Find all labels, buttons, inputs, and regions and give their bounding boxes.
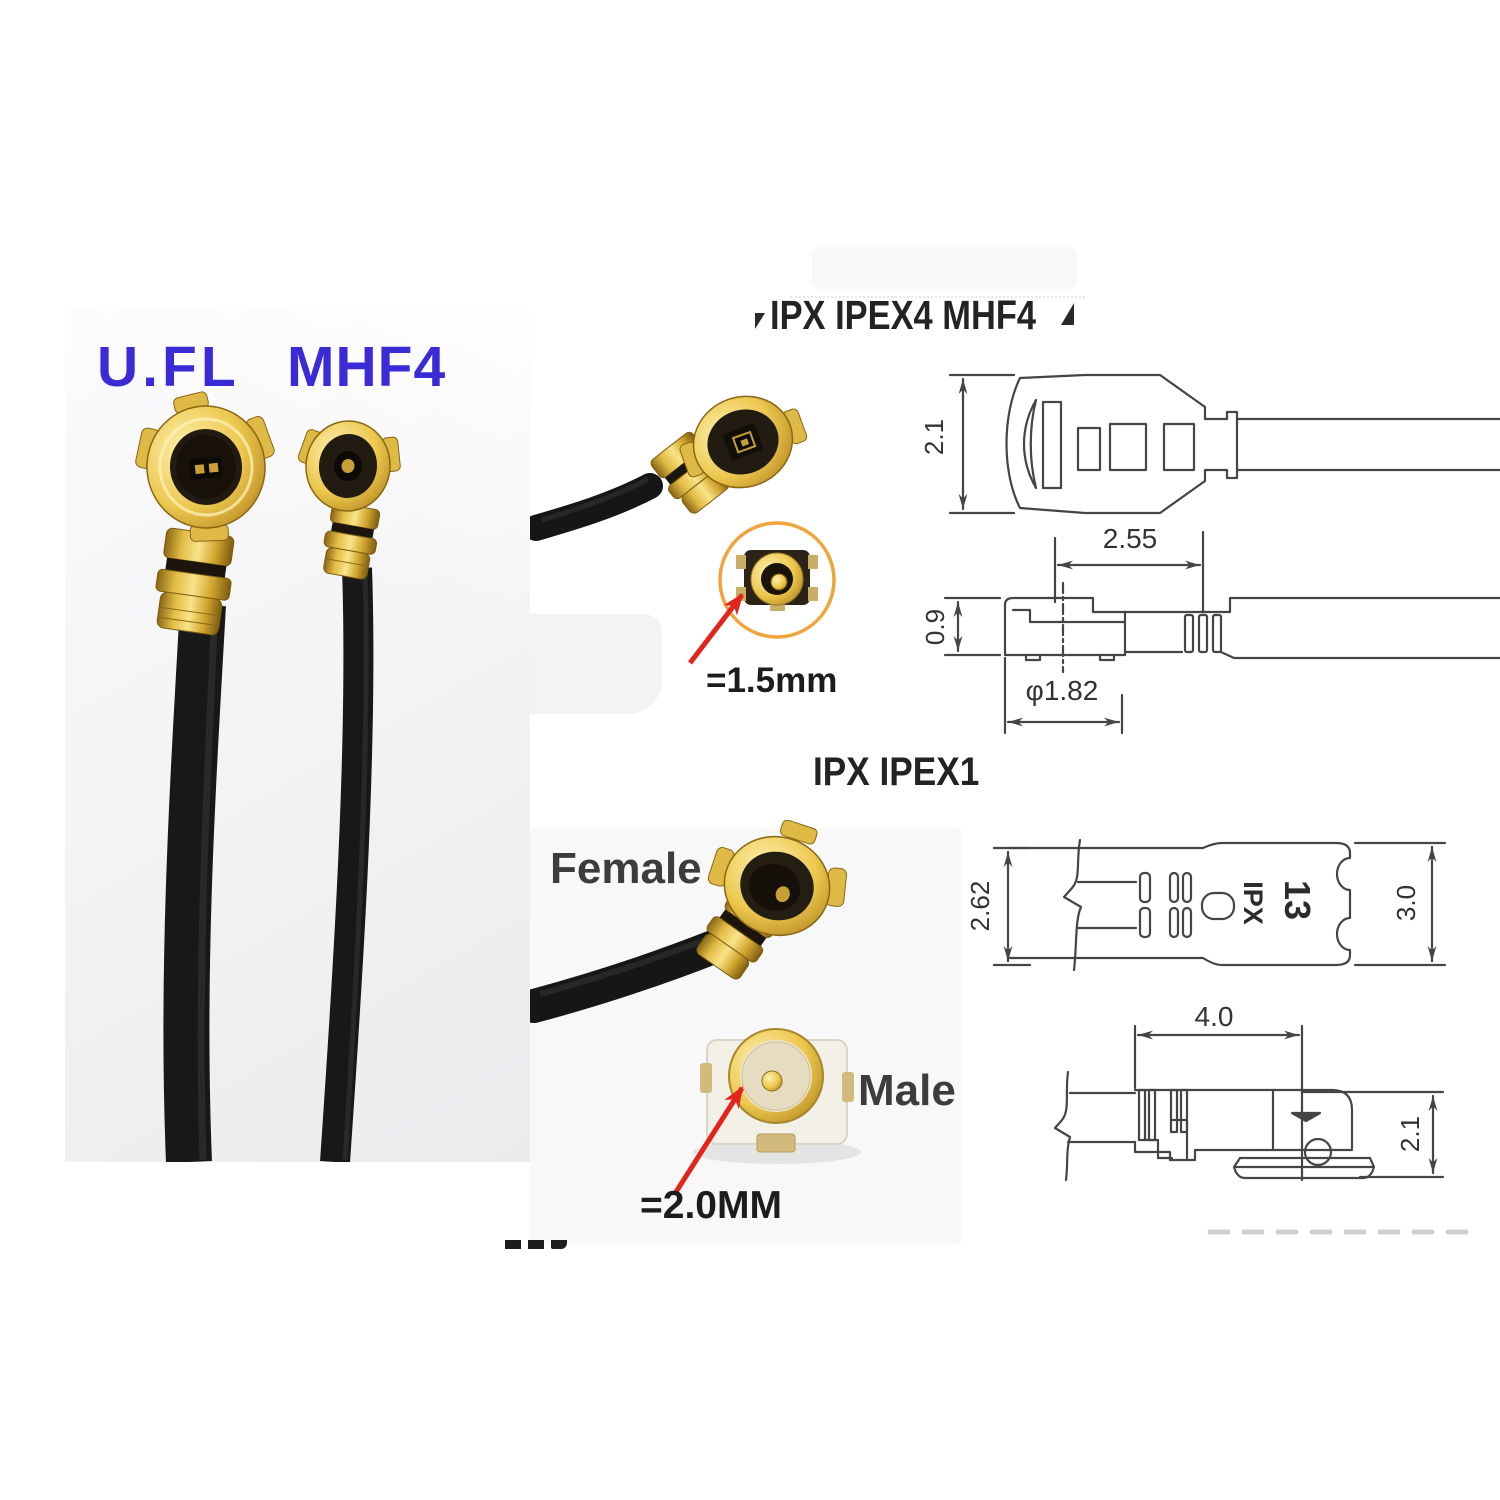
ipex1-technical-drawing <box>992 838 1483 1235</box>
mhf4-cable-photo <box>530 395 808 541</box>
ipex4-dim-length-lines <box>1053 530 1205 614</box>
ipex1-side-view <box>1053 1070 1376 1182</box>
mhf4-connector <box>297 420 401 1162</box>
red-arrow-to-pad <box>688 593 744 665</box>
dim-4-0-body-length: 4.0 <box>1194 1001 1234 1032</box>
dim-2-62-cable-width: 2.62 <box>964 880 995 932</box>
ufl-mhf4-cables-photo <box>135 391 401 1162</box>
ipex4-side-view <box>1003 581 1500 674</box>
cropped-glyph-fragment <box>528 1240 544 1249</box>
dim-2-55-body-length: 2.55 <box>1102 523 1158 554</box>
mhf4-label: MHF4 <box>287 335 447 399</box>
faint-dotted-line <box>790 296 1085 298</box>
ipex1-dim-width-lines <box>992 846 1032 967</box>
faint-smudge <box>812 247 1077 289</box>
ufl-mhf4-photo-panel: U.FL MHF4 <box>65 310 530 1162</box>
smd-pad-circle-photo <box>718 521 836 639</box>
ipex1-top-view <box>1006 838 1352 972</box>
female-label: Female <box>550 844 702 893</box>
ipex4-heading: IPX IPEX4 MHF4 <box>770 292 1037 338</box>
ipex1-dim-side-height-lines <box>1300 1090 1445 1179</box>
pad-size-annotation-2-0mm: =2.0MM <box>640 1184 782 1227</box>
ipex4-technical-drawing <box>943 373 1500 735</box>
ipex1-female-male-photo <box>530 820 861 1194</box>
heading-crop-mark-left <box>755 313 765 329</box>
cropped-glyph-fragment <box>551 1240 567 1249</box>
dim-3-0-head-width: 3.0 <box>1390 884 1421 922</box>
shell-marking-13: 13 <box>1277 879 1318 921</box>
ipex4-front-view <box>1005 373 1500 515</box>
male-label: Male <box>858 1066 956 1115</box>
heading-crop-mark-right <box>1061 303 1074 325</box>
ipex1-dim-head-lines <box>1353 841 1447 967</box>
shell-marking-ipx: IPX <box>1238 881 1269 925</box>
background-patch <box>530 614 662 714</box>
ipex4-dim-body-height-lines <box>943 596 1002 657</box>
ipex4-dim-diameter-lines <box>1003 656 1124 735</box>
ufl-connector <box>135 391 275 1162</box>
ipex1-dim-length-lines <box>1133 1024 1304 1182</box>
ipex4-dim-height-lines <box>948 373 1016 515</box>
cropped-glyph-fragment <box>505 1240 521 1249</box>
ufl-label: U.FL <box>97 335 240 399</box>
male-connector-photo <box>693 1028 861 1164</box>
dim-2-1-shell-height: 2.1 <box>918 418 949 456</box>
female-connector-photo <box>530 820 848 1023</box>
mhf4-photo-with-pad <box>530 395 836 665</box>
red-arrow-to-male <box>673 1085 745 1194</box>
dim-1-82-diameter: φ1.82 <box>1025 675 1099 706</box>
pad-size-annotation-1-5mm: =1.5mm <box>706 661 838 700</box>
dim-2-1-side-height: 2.1 <box>1394 1115 1425 1153</box>
dim-0-9-body-height: 0.9 <box>919 608 950 646</box>
ipex1-heading: IPX IPEX1 <box>813 750 980 794</box>
